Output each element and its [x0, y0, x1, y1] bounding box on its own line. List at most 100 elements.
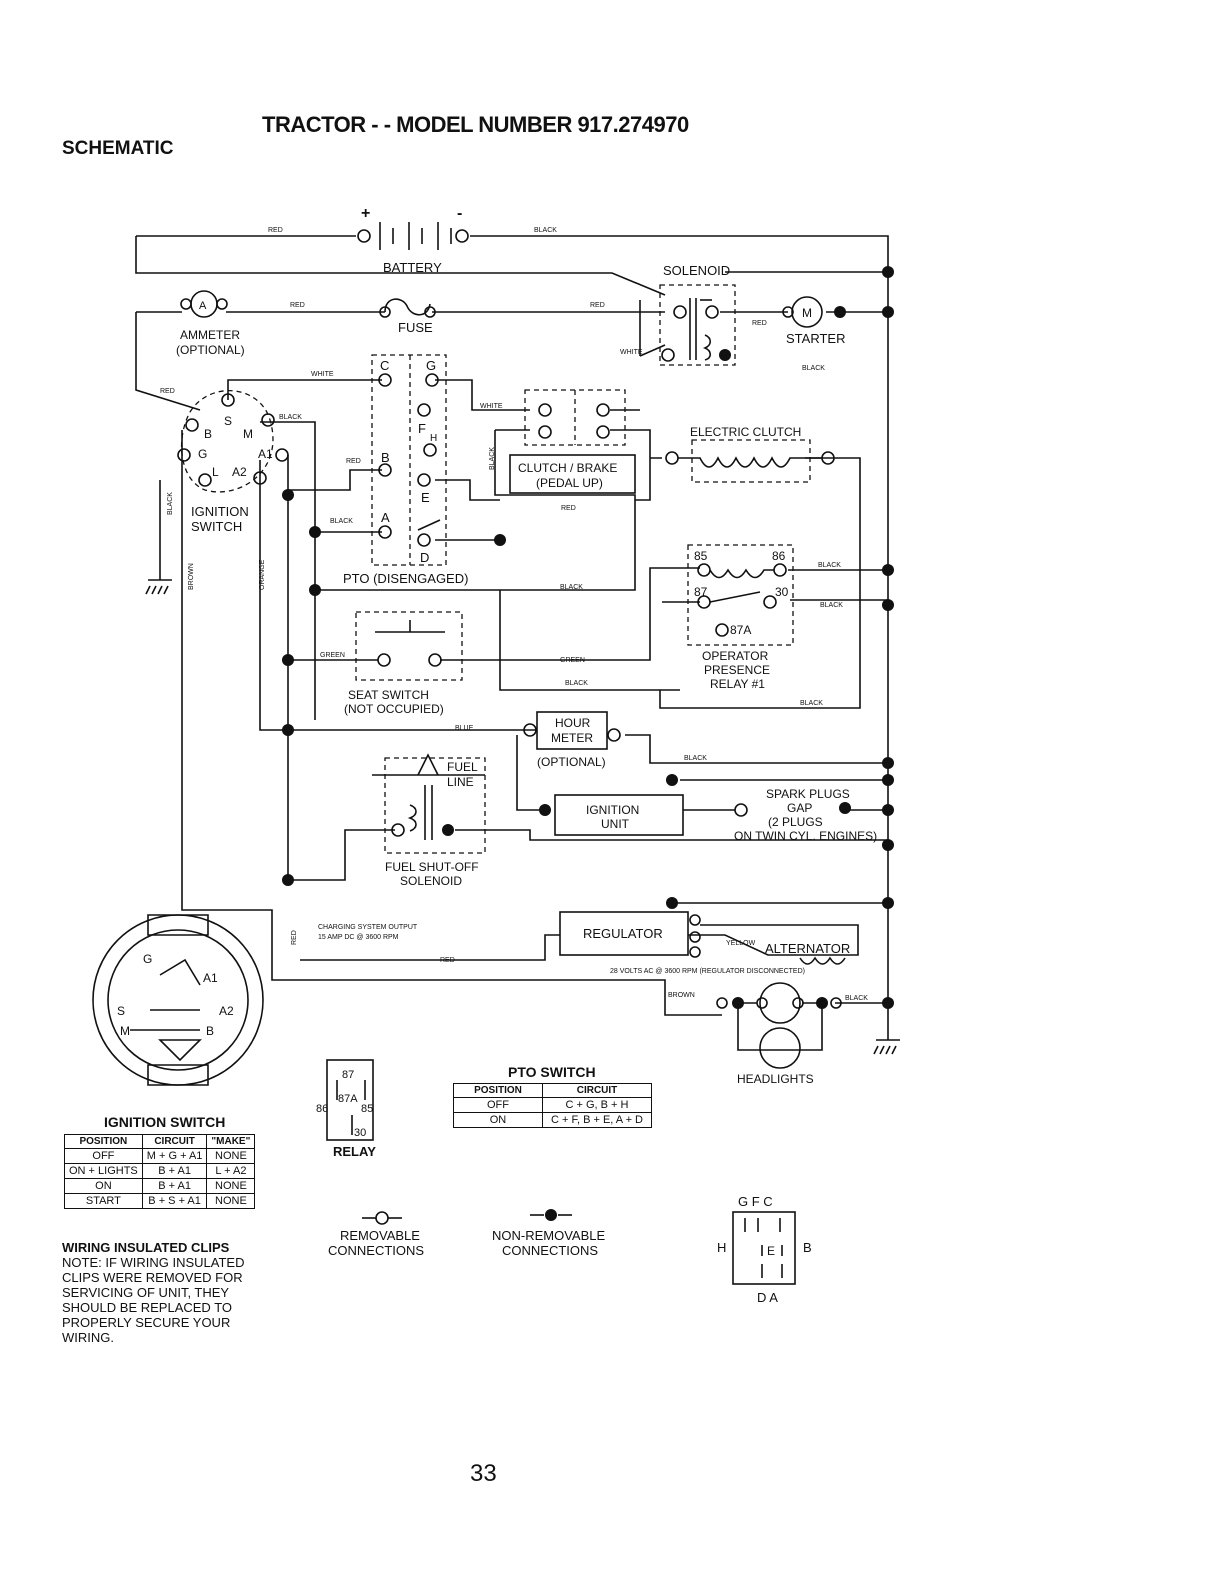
wire-label: ORANGE — [259, 559, 266, 590]
column-header: POSITION — [64, 1134, 143, 1149]
spark-plugs-label-1: SPARK PLUGS — [766, 787, 850, 801]
relay-detail-diagram — [326, 1059, 374, 1141]
alternator-label: ALTERNATOR — [765, 941, 850, 956]
section-title: SCHEMATIC — [62, 138, 174, 159]
ignition-unit-label-1: IGNITION — [586, 803, 639, 817]
face-terminal-a2: A2 — [219, 1004, 234, 1018]
hour-meter-optional-label: (OPTIONAL) — [537, 755, 606, 769]
ignition-switch-symbol — [177, 390, 289, 493]
starter-symbol-label: M — [802, 306, 812, 320]
face-terminal-s: S — [117, 1004, 125, 1018]
table-row: ON C + F, B + E, A + D — [453, 1112, 652, 1128]
electric-clutch-symbol — [665, 439, 835, 483]
ignition-terminal-labels: S B M G A1 L A2 — [198, 414, 273, 479]
wire-label: GREEN — [560, 657, 585, 664]
page-title: TRACTOR - - MODEL NUMBER 917.274970 — [262, 112, 689, 137]
alternator-symbol — [799, 956, 846, 965]
page-number: 33 — [470, 1460, 497, 1487]
ignition-switch-face-diagram — [92, 914, 264, 1086]
relay-pin: 86 — [316, 1103, 328, 1115]
wire-label: BLACK — [684, 755, 707, 762]
ignition-table-caption: IGNITION SWITCH — [104, 1114, 226, 1130]
ignition-face-labels: G A1 A2 S M B — [117, 952, 234, 1038]
wire-label: BLACK — [534, 227, 557, 234]
pto-connector-diagram — [732, 1211, 796, 1285]
face-terminal-b: B — [206, 1024, 214, 1038]
seat-switch-symbol — [355, 611, 463, 681]
fuse-label: FUSE — [398, 320, 433, 335]
spark-plugs-label-3: (2 PLUGS — [768, 815, 823, 829]
clutch-brake-label-1: CLUTCH / BRAKE — [518, 461, 617, 475]
table-cell: NONE — [206, 1178, 256, 1194]
face-terminal-g: G — [143, 952, 152, 966]
wire-label: BLACK — [800, 700, 823, 707]
ammeter-symbol-label: A — [199, 300, 207, 312]
wire-label: BLACK — [560, 584, 583, 591]
column-header: POSITION — [453, 1083, 543, 1098]
column-header: CIRCUIT — [542, 1083, 652, 1098]
table-header-row: POSITION CIRCUIT "MAKE" — [64, 1134, 256, 1149]
operator-presence-relay-symbol — [687, 544, 794, 646]
ign-terminal-b: B — [204, 427, 212, 441]
table-cell: C + G, B + H — [542, 1097, 652, 1113]
relay-terminal-30: 30 — [775, 585, 789, 599]
headlights-label: HEADLIGHTS — [737, 1072, 814, 1086]
legend-nonremovable-symbol — [530, 1209, 572, 1221]
table-row: START B + S + A1 NONE — [64, 1193, 256, 1209]
pto-terminal-labels: C G F H B E A D — [380, 358, 437, 565]
wire-label: RED — [160, 388, 175, 395]
wire-label: YELLOW — [726, 940, 756, 947]
pto-terminal-h: H — [430, 433, 437, 444]
hour-meter-symbol — [523, 711, 621, 750]
column-header: CIRCUIT — [141, 1134, 208, 1149]
ammeter-label: AMMETER — [180, 328, 240, 342]
relay-terminal-87a: 87A — [730, 623, 751, 637]
wire-label: BLACK — [489, 447, 496, 470]
relay-pin: 85 — [361, 1103, 373, 1115]
wire-label: RED — [590, 302, 605, 309]
relay-pin: 87 — [342, 1069, 354, 1081]
wire-label: WHITE — [311, 371, 334, 378]
legend-nonremovable-label-1: NON-REMOVABLE — [492, 1228, 605, 1243]
table-row: OFF C + G, B + H — [453, 1097, 652, 1113]
ign-terminal-s: S — [224, 414, 232, 428]
wire-label: RED — [290, 302, 305, 309]
fuel-line-label-1: FUEL — [447, 760, 478, 774]
wire-label: RED — [440, 957, 455, 964]
fuel-shutoff-solenoid-symbol — [372, 753, 486, 854]
pto-disengaged-label: PTO (DISENGAGED) — [343, 571, 468, 586]
wire-label: BLACK — [565, 680, 588, 687]
table-cell: ON — [64, 1178, 143, 1194]
pto-connector-bottom-label: D A — [757, 1290, 778, 1305]
table-cell: ON + LIGHTS — [64, 1163, 143, 1179]
wire-label: RED — [346, 458, 361, 465]
pto-terminal-e: E — [421, 490, 430, 505]
ammeter-symbol — [180, 290, 228, 318]
headlights-symbol — [716, 982, 842, 1069]
pto-connector-mid-label: E — [767, 1244, 775, 1258]
table-cell: START — [64, 1193, 143, 1209]
hour-meter-label-1: HOUR — [555, 716, 591, 730]
table-cell: OFF — [453, 1097, 543, 1113]
table-cell: B + A1 — [141, 1163, 208, 1179]
table-cell: OFF — [64, 1148, 143, 1164]
ignition-unit-label-2: UNIT — [601, 817, 630, 831]
legend-nonremovable-label-2: CONNECTIONS — [502, 1243, 598, 1258]
wire-label: WHITE — [620, 349, 643, 356]
wire-label: BLACK — [167, 492, 174, 515]
face-terminal-m: M — [120, 1024, 130, 1038]
regulator-symbol — [559, 911, 701, 958]
pto-terminal-a: A — [381, 510, 390, 525]
fuel-solenoid-label-1: FUEL SHUT-OFF — [385, 860, 479, 874]
relay-pin: 87A — [338, 1093, 358, 1105]
electric-clutch-label: ELECTRIC CLUTCH — [690, 425, 801, 439]
junction-dots — [282, 266, 894, 1009]
solenoid-label: SOLENOID — [663, 263, 730, 278]
relay-detail-labels: 87 87A 86 85 30 — [316, 1069, 373, 1139]
table-cell: ON — [453, 1112, 543, 1128]
table-row: ON B + A1 NONE — [64, 1178, 256, 1194]
ign-terminal-g: G — [198, 447, 207, 461]
column-header: "MAKE" — [206, 1134, 256, 1149]
ignition-switch-label-1: IGNITION — [191, 504, 249, 519]
